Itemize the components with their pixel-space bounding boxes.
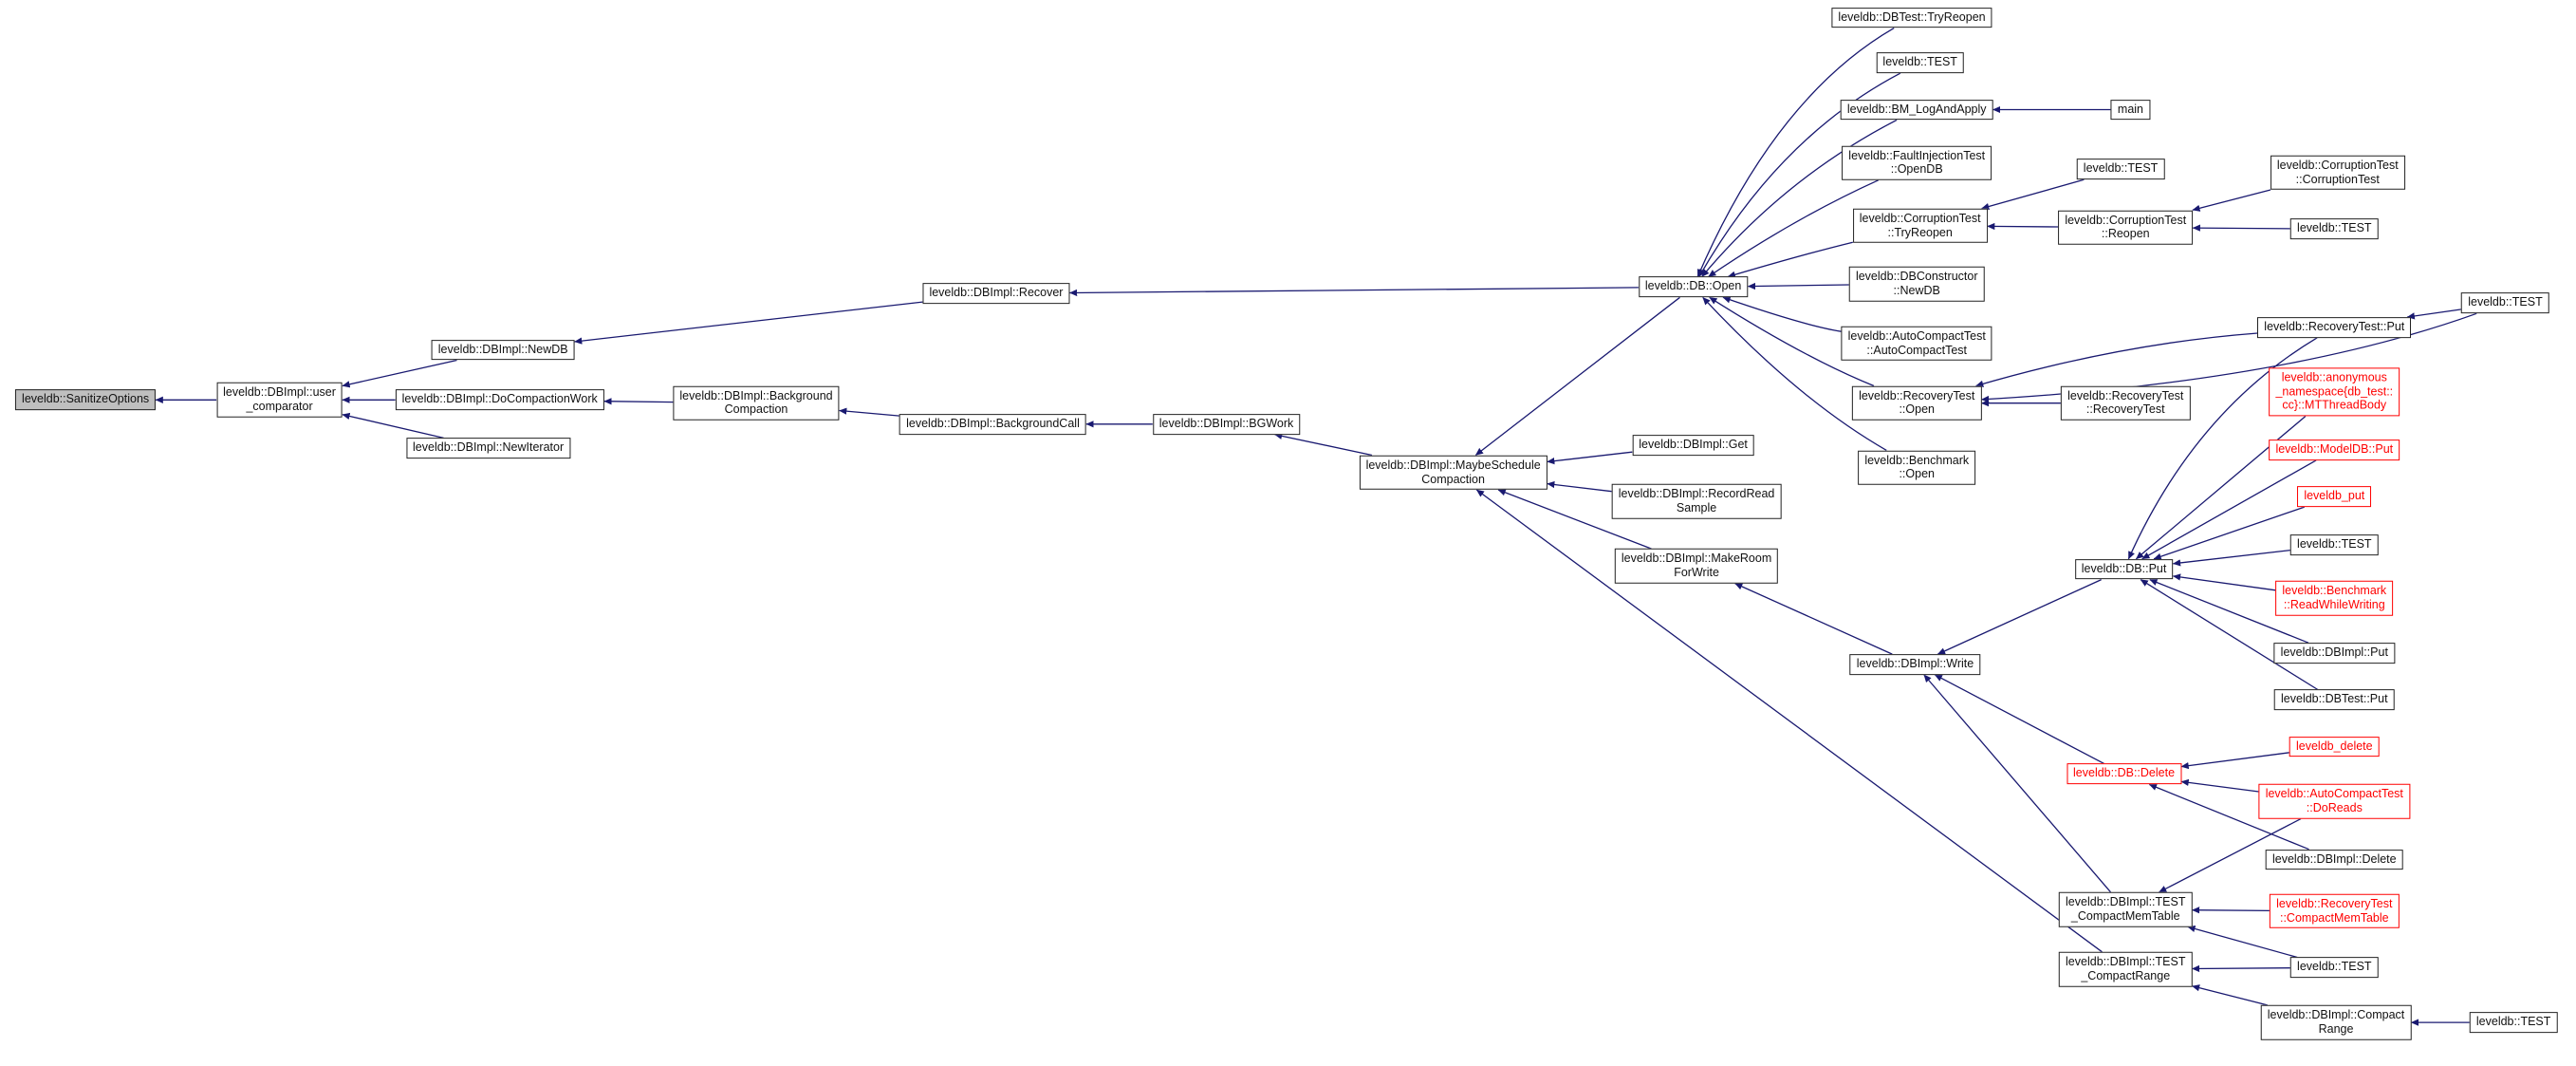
graph-node-background_compaction[interactable]: leveldb::DBImpl::Background Compaction: [673, 385, 840, 421]
graph-node-modeldb_put[interactable]: leveldb::ModelDB::Put: [2269, 439, 2400, 460]
call-edge-bm_logandapply-to-db_open: [1701, 119, 1898, 277]
call-edge-doreads-to-db_delete: [2180, 778, 2259, 793]
call-edge-recover-to-newdb: [574, 301, 923, 345]
call-edge-benchmark_rww-to-db_put: [2172, 573, 2276, 591]
graph-node-get[interactable]: leveldb::DBImpl::Get: [1632, 435, 1754, 456]
call-edge-db_put-to-write: [1937, 579, 2102, 655]
graph-node-compact_range[interactable]: leveldb::DBImpl::Compact Range: [2260, 1004, 2412, 1040]
graph-node-test_2[interactable]: leveldb::TEST: [2076, 159, 2165, 180]
graph-node-recovery_put[interactable]: leveldb::RecoveryTest::Put: [2257, 317, 2412, 338]
graph-node-dbimpl_put[interactable]: leveldb::DBImpl::Put: [2273, 643, 2395, 664]
graph-node-leveldb_put[interactable]: leveldb_put: [2297, 486, 2372, 508]
graph-node-benchmark_open[interactable]: leveldb::Benchmark ::Open: [1858, 450, 1976, 485]
graph-node-mtthreadbody[interactable]: leveldb::anonymous _namespace{db_test:: …: [2269, 367, 2400, 417]
call-edge-test_compact_memtable-to-write: [1923, 674, 2112, 893]
call-edge-modeldb_put-to-db_put: [2141, 459, 2317, 560]
graph-node-test_1[interactable]: leveldb::TEST: [1876, 52, 1964, 74]
graph-node-db_delete[interactable]: leveldb::DB::Delete: [2066, 763, 2182, 785]
call-edge-db_open-to-recover: [1069, 287, 1639, 297]
call-edge-test_1-to-db_open: [1698, 72, 1901, 277]
graph-node-dbconstructor_newdb[interactable]: leveldb::DBConstructor ::NewDB: [1848, 266, 1985, 302]
graph-node-background_call[interactable]: leveldb::DBImpl::BackgroundCall: [899, 413, 1086, 435]
graph-node-test_7[interactable]: leveldb::TEST: [2469, 1012, 2558, 1033]
call-edge-dbconstructor_newdb-to-db_open: [1747, 282, 1850, 290]
call-edge-background_call-to-background_compaction: [839, 407, 900, 417]
call-edge-test_4-to-recovery_put: [2406, 309, 2462, 320]
call-edge-maybe_schedule-to-bgwork: [1274, 432, 1373, 457]
graph-node-benchmark_rww[interactable]: leveldb::Benchmark ::ReadWhileWriting: [2275, 581, 2394, 616]
call-edge-leveldb_delete-to-db_delete: [2180, 752, 2290, 770]
call-edge-newdb-to-user_comparator: [342, 359, 457, 388]
graph-node-recovery_cmt[interactable]: leveldb::RecoveryTest ::CompactMemTable: [2270, 893, 2400, 929]
graph-node-newdb[interactable]: leveldb::DBImpl::NewDB: [431, 339, 575, 361]
call-edge-write-to-make_room: [1734, 583, 1893, 655]
call-edge-recovery_put-to-recovery_open: [1975, 332, 2258, 387]
call-edge-test_compact_range-to-maybe_schedule: [1475, 489, 2103, 953]
graph-node-test_5[interactable]: leveldb::TEST: [2290, 534, 2379, 556]
call-edge-dbtest_tryreopen-to-db_open: [1696, 28, 1895, 277]
call-edge-faultinjection_opendb-to-db_open: [1708, 179, 1879, 278]
graph-node-bm_logandapply[interactable]: leveldb::BM_LogAndApply: [1840, 99, 1993, 121]
graph-node-corruption_reopen[interactable]: leveldb::CorruptionTest ::Reopen: [2058, 210, 2194, 245]
graph-node-db_open[interactable]: leveldb::DB::Open: [1638, 276, 1749, 298]
graph-node-make_room[interactable]: leveldb::DBImpl::MakeRoom ForWrite: [1614, 549, 1779, 584]
call-edge-db_delete-to-write: [1934, 674, 2105, 765]
graph-node-write[interactable]: leveldb::DBImpl::Write: [1849, 654, 1981, 675]
call-edge-corruption_ctor-to-corruption_reopen: [2192, 189, 2271, 212]
graph-node-recover[interactable]: leveldb::DBImpl::Recover: [922, 283, 1070, 305]
call-edge-new_iterator-to-user_comparator: [342, 412, 444, 439]
graph-node-leveldb_delete[interactable]: leveldb_delete: [2289, 736, 2380, 757]
call-edge-test_6-to-test_compact_memtable: [2187, 925, 2298, 959]
call-edge-get-to-maybe_schedule: [1547, 451, 1633, 465]
graph-node-main[interactable]: main: [2110, 99, 2150, 121]
graph-node-corruption_ctor[interactable]: leveldb::CorruptionTest ::CorruptionTest: [2270, 155, 2405, 191]
graph-node-dbimpl_delete[interactable]: leveldb::DBImpl::Delete: [2265, 849, 2403, 870]
call-edge-recovery_cmt-to-test_compact_memtable: [2192, 907, 2270, 914]
graph-node-faultinjection_opendb[interactable]: leveldb::FaultInjectionTest ::OpenDB: [1842, 145, 1992, 180]
graph-node-record_read_sample[interactable]: leveldb::DBImpl::RecordRead Sample: [1611, 484, 1782, 519]
graph-node-corruption_tryreopen[interactable]: leveldb::CorruptionTest ::TryReopen: [1852, 208, 1988, 244]
graph-node-maybe_schedule[interactable]: leveldb::DBImpl::MaybeSchedule Compactio…: [1359, 455, 1547, 491]
graph-node-bgwork[interactable]: leveldb::DBImpl::BGWork: [1152, 413, 1301, 435]
call-edge-test_3-to-corruption_reopen: [2192, 224, 2291, 232]
call-edge-autocompact_ctor-to-db_open: [1722, 296, 1842, 332]
call-edge-compact_range-to-test_compact_range: [2192, 984, 2268, 1006]
graph-node-dbtest_put[interactable]: leveldb::DBTest::Put: [2274, 689, 2395, 711]
graph-node-new_iterator[interactable]: leveldb::DBImpl::NewIterator: [406, 438, 571, 459]
graph-node-doreads[interactable]: leveldb::AutoCompactTest ::DoReads: [2258, 784, 2410, 819]
call-edge-dbtest_put-to-db_put: [2140, 579, 2319, 691]
graph-node-test_4[interactable]: leveldb::TEST: [2461, 292, 2549, 314]
call-edge-corruption_tryreopen-to-db_open: [1727, 241, 1853, 278]
call-edge-benchmark_open-to-db_open: [1702, 296, 1887, 451]
call-edge-dbimpl_put-to-db_put: [2149, 578, 2309, 644]
graph-node-recovery_ctor[interactable]: leveldb::RecoveryTest ::RecoveryTest: [2061, 385, 2191, 421]
graph-node-autocompact_ctor[interactable]: leveldb::AutoCompactTest ::AutoCompactTe…: [1841, 326, 1992, 362]
call-edge-test_2-to-corruption_tryreopen: [1981, 178, 2085, 211]
graph-node-do_compaction_work[interactable]: leveldb::DBImpl::DoCompactionWork: [395, 389, 604, 411]
call-edge-corruption_reopen-to-corruption_tryreopen: [1987, 222, 2059, 231]
call-edge-test_6-to-test_compact_range: [2192, 964, 2291, 973]
graph-node-dbtest_tryreopen[interactable]: leveldb::DBTest::TryReopen: [1831, 7, 1992, 28]
graph-node-test_3[interactable]: leveldb::TEST: [2290, 218, 2379, 240]
graph-node-test_compact_memtable[interactable]: leveldb::DBImpl::TEST _CompactMemTable: [2059, 891, 2193, 927]
call-edge-dbimpl_delete-to-db_delete: [2148, 783, 2309, 851]
graph-node-sanitize_options: leveldb::SanitizeOptions: [15, 389, 157, 411]
graph-node-test_compact_range[interactable]: leveldb::DBImpl::TEST _CompactRange: [2059, 951, 2193, 987]
graph-node-recovery_open[interactable]: leveldb::RecoveryTest ::Open: [1852, 385, 1982, 421]
call-edge-recovery_open-to-db_open: [1709, 296, 1875, 387]
graph-node-db_put[interactable]: leveldb::DB::Put: [2074, 558, 2174, 580]
call-edge-test_5-to-db_put: [2172, 549, 2291, 567]
call-edge-record_read_sample-to-maybe_schedule: [1547, 480, 1612, 493]
graph-node-user_comparator[interactable]: leveldb::DBImpl::user _comparator: [216, 383, 343, 418]
call-edge-db_open-to-maybe_schedule: [1474, 296, 1680, 457]
call-edge-doreads-to-test_compact_memtable: [2159, 818, 2302, 893]
call-edge-mtthreadbody-to-db_put: [2135, 416, 2307, 560]
call-edge-recovery_put-to-db_put: [2127, 337, 2318, 560]
call-edge-leveldb_put-to-db_put: [2153, 506, 2306, 560]
graph-node-test_6[interactable]: leveldb::TEST: [2290, 957, 2379, 979]
call-edge-make_room-to-maybe_schedule: [1497, 489, 1652, 550]
